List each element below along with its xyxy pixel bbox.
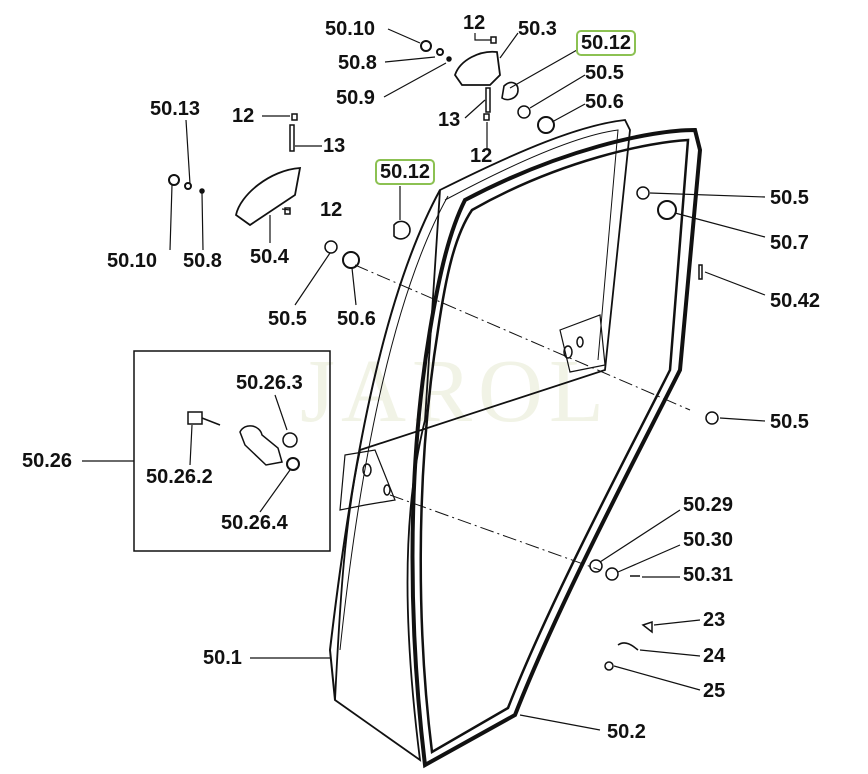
label-50-5: 50.5 bbox=[770, 411, 809, 433]
label-13: 13 bbox=[438, 109, 461, 131]
label-50-42: 50.42 bbox=[770, 290, 821, 312]
cap-50-12-top bbox=[501, 81, 519, 101]
label-50-26-3: 50.26.3 bbox=[236, 372, 303, 394]
label-12: 12 bbox=[320, 199, 343, 221]
label-50-9: 50.9 bbox=[336, 87, 375, 109]
door-seal bbox=[410, 127, 703, 769]
label-13: 13 bbox=[323, 135, 346, 157]
label-50-3: 50.3 bbox=[518, 18, 557, 40]
label-12: 12 bbox=[470, 145, 493, 167]
label-50-1: 50.1 bbox=[203, 647, 242, 669]
label-50-2: 50.2 bbox=[607, 721, 646, 743]
door-glass bbox=[334, 119, 631, 762]
label-50-4: 50.4 bbox=[250, 246, 289, 268]
label-50-30: 50.30 bbox=[683, 529, 734, 551]
label-50-5: 50.5 bbox=[585, 62, 624, 84]
label-50-26-2: 50.26.2 bbox=[146, 466, 213, 488]
watermark: JAROL bbox=[300, 342, 611, 441]
label-50-12-highlighted[interactable]: 50.12 bbox=[576, 30, 637, 56]
label-50-5: 50.5 bbox=[770, 187, 809, 209]
label-12: 12 bbox=[232, 105, 255, 127]
label-50-13: 50.13 bbox=[150, 98, 201, 120]
label-24: 24 bbox=[703, 645, 726, 667]
cap-50-12-mid bbox=[393, 220, 411, 240]
glass-hinge-plate-lower bbox=[339, 449, 396, 511]
label-50-8: 50.8 bbox=[338, 52, 377, 74]
label-50-10: 50.10 bbox=[325, 18, 376, 40]
hinge-50-3 bbox=[454, 50, 501, 86]
label-50-6: 50.6 bbox=[585, 91, 624, 113]
inset-box bbox=[133, 350, 331, 552]
label-50-6: 50.6 bbox=[337, 308, 376, 330]
label-23: 23 bbox=[703, 609, 726, 631]
label-50-5: 50.5 bbox=[268, 308, 307, 330]
label-25: 25 bbox=[703, 680, 726, 702]
label-12: 12 bbox=[463, 12, 486, 34]
label-50-26: 50.26 bbox=[22, 450, 73, 472]
hinge-50-4 bbox=[235, 167, 302, 227]
label-50-12-highlighted[interactable]: 50.12 bbox=[375, 159, 436, 185]
label-50-31: 50.31 bbox=[683, 564, 734, 586]
label-50-7: 50.7 bbox=[770, 232, 809, 254]
label-50-29: 50.29 bbox=[683, 494, 734, 516]
label-50-26-4: 50.26.4 bbox=[221, 512, 288, 534]
label-50-10: 50.10 bbox=[107, 250, 158, 272]
label-50-8: 50.8 bbox=[183, 250, 222, 272]
